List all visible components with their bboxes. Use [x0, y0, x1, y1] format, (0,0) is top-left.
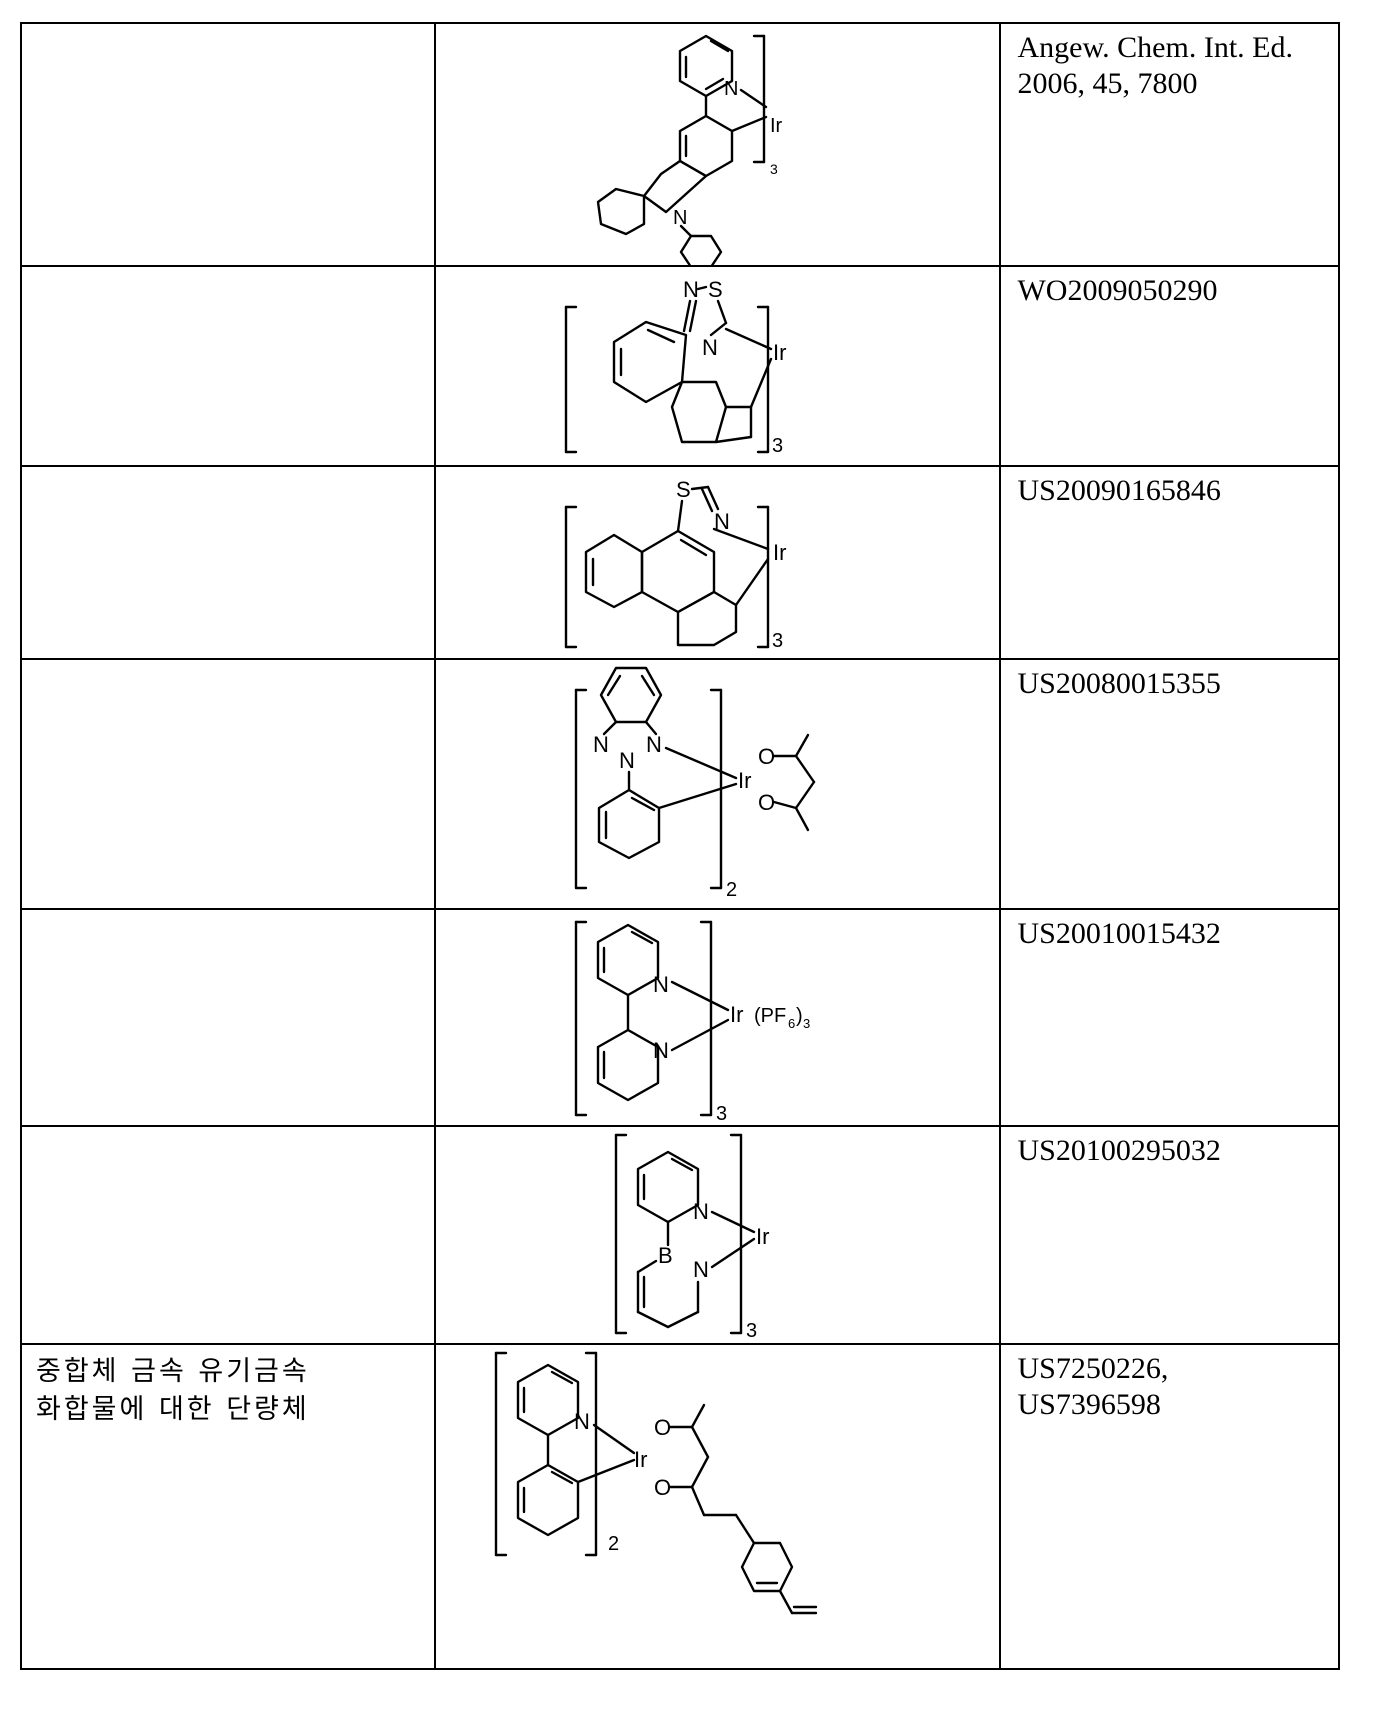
- svg-text:3: 3: [746, 1320, 757, 1342]
- svg-text:N: N: [693, 1199, 709, 1224]
- svg-text:N: N: [724, 78, 738, 100]
- svg-text:N: N: [593, 732, 609, 757]
- svg-text:N: N: [714, 509, 730, 534]
- svg-text:Ir: Ir: [773, 540, 786, 565]
- svg-text:3: 3: [772, 435, 783, 457]
- reference-text: US20100295032: [1017, 1134, 1221, 1167]
- svg-text:3: 3: [770, 161, 778, 177]
- category-cell: [20, 908, 436, 1127]
- reference-cell: US20010015432: [999, 908, 1340, 1127]
- svg-text:N: N: [653, 972, 669, 997]
- svg-text:S: S: [676, 477, 691, 502]
- svg-text:Ir: Ir: [738, 768, 751, 793]
- category-cell: 중합체 금속 유기금속 화합물에 대한 단량체: [20, 1343, 436, 1670]
- svg-text:B: B: [658, 1243, 673, 1268]
- reference-cell: WO2009050290: [999, 265, 1340, 467]
- svg-text:O: O: [758, 790, 775, 815]
- svg-text:N: N: [619, 748, 635, 773]
- category-cell: [20, 22, 436, 267]
- structure-cell: N N Ir 3: [433, 22, 1002, 267]
- svg-text:N: N: [646, 732, 662, 757]
- svg-text:N: N: [683, 277, 699, 302]
- svg-text:Ir: Ir: [770, 115, 783, 137]
- category-label: 중합체 금속 유기금속 화합물에 대한 단량체: [36, 1356, 310, 1425]
- reference-cell: US20090165846: [999, 465, 1340, 660]
- category-cell: [20, 465, 436, 660]
- svg-text:(PF: (PF: [754, 1005, 786, 1027]
- table-row: S N Ir 3 US20090165846: [20, 465, 1340, 660]
- svg-text:N: N: [673, 207, 687, 229]
- svg-text:2: 2: [608, 1533, 619, 1555]
- svg-text:N: N: [702, 335, 718, 360]
- reference-text: US7250226, US7396598: [1017, 1352, 1169, 1421]
- reference-text: US20090165846: [1017, 474, 1221, 507]
- reference-text: WO2009050290: [1017, 274, 1218, 307]
- structure-cell: S N Ir 3: [433, 465, 1002, 660]
- svg-text:O: O: [654, 1475, 671, 1500]
- structure-cell: N Ir O O 2: [433, 1343, 1002, 1670]
- svg-text:Ir: Ir: [773, 340, 786, 365]
- reference-cell: Angew. Chem. Int. Ed. 2006, 45, 7800: [999, 22, 1340, 267]
- svg-text:N: N: [693, 1257, 709, 1282]
- reference-text: US20010015432: [1017, 917, 1221, 950]
- category-cell: [20, 1125, 436, 1345]
- svg-text:): ): [796, 1005, 803, 1027]
- reference-cell: US7250226, US7396598: [999, 1343, 1340, 1670]
- table-row: N N Ir 3: [20, 22, 1340, 267]
- svg-text:N: N: [574, 1409, 590, 1434]
- svg-text:O: O: [758, 744, 775, 769]
- svg-text:2: 2: [726, 879, 737, 901]
- patent-reference-table: N N Ir 3: [20, 22, 1340, 1670]
- svg-text:Ir: Ir: [756, 1224, 769, 1249]
- reference-cell: US20100295032: [999, 1125, 1340, 1345]
- reference-cell: US20080015355: [999, 658, 1340, 910]
- svg-text:Ir: Ir: [730, 1002, 743, 1027]
- category-cell: [20, 658, 436, 910]
- svg-text:3: 3: [803, 1016, 810, 1031]
- svg-text:3: 3: [716, 1103, 727, 1125]
- svg-text:N: N: [653, 1038, 669, 1063]
- svg-text:S: S: [708, 277, 723, 302]
- svg-text:6: 6: [788, 1016, 795, 1031]
- category-cell: [20, 265, 436, 467]
- svg-text:3: 3: [772, 630, 783, 652]
- reference-text: US20080015355: [1017, 667, 1221, 700]
- svg-text:Ir: Ir: [634, 1447, 647, 1472]
- table-row: 중합체 금속 유기금속 화합물에 대한 단량체 N Ir O O: [20, 1343, 1340, 1670]
- reference-text: Angew. Chem. Int. Ed. 2006, 45, 7800: [1017, 31, 1293, 100]
- svg-text:O: O: [654, 1415, 671, 1440]
